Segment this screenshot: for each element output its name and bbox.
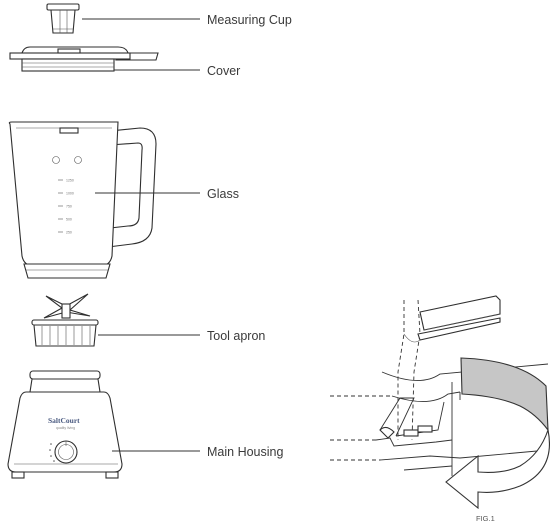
measuring-cup-label: Measuring Cup — [207, 13, 292, 27]
svg-text:500: 500 — [66, 218, 72, 222]
glass-label: Glass — [207, 187, 239, 201]
svg-text:1000: 1000 — [66, 192, 74, 196]
cover-label: Cover — [207, 64, 240, 78]
main-housing-label: Main Housing — [207, 445, 283, 459]
glass-jug-part: 1250 1000 750 500 250 — [8, 121, 157, 279]
main-housing-part: SaltCourt quality living — [7, 370, 123, 479]
brand-tagline: quality living — [56, 426, 75, 430]
measuring-cup-part — [46, 3, 80, 34]
svg-text:750: 750 — [66, 205, 72, 209]
brand-logo-text: SaltCourt — [48, 416, 80, 425]
tool-apron-part — [31, 293, 99, 347]
tool-apron-label: Tool apron — [207, 329, 265, 343]
cover-part — [9, 46, 159, 72]
rotation-arrow-icon — [445, 357, 550, 510]
svg-text:250: 250 — [66, 231, 72, 235]
fig1-detail-drawing — [330, 295, 549, 476]
svg-text:1250: 1250 — [66, 179, 74, 183]
figure-caption: FIG.1 — [476, 514, 495, 523]
